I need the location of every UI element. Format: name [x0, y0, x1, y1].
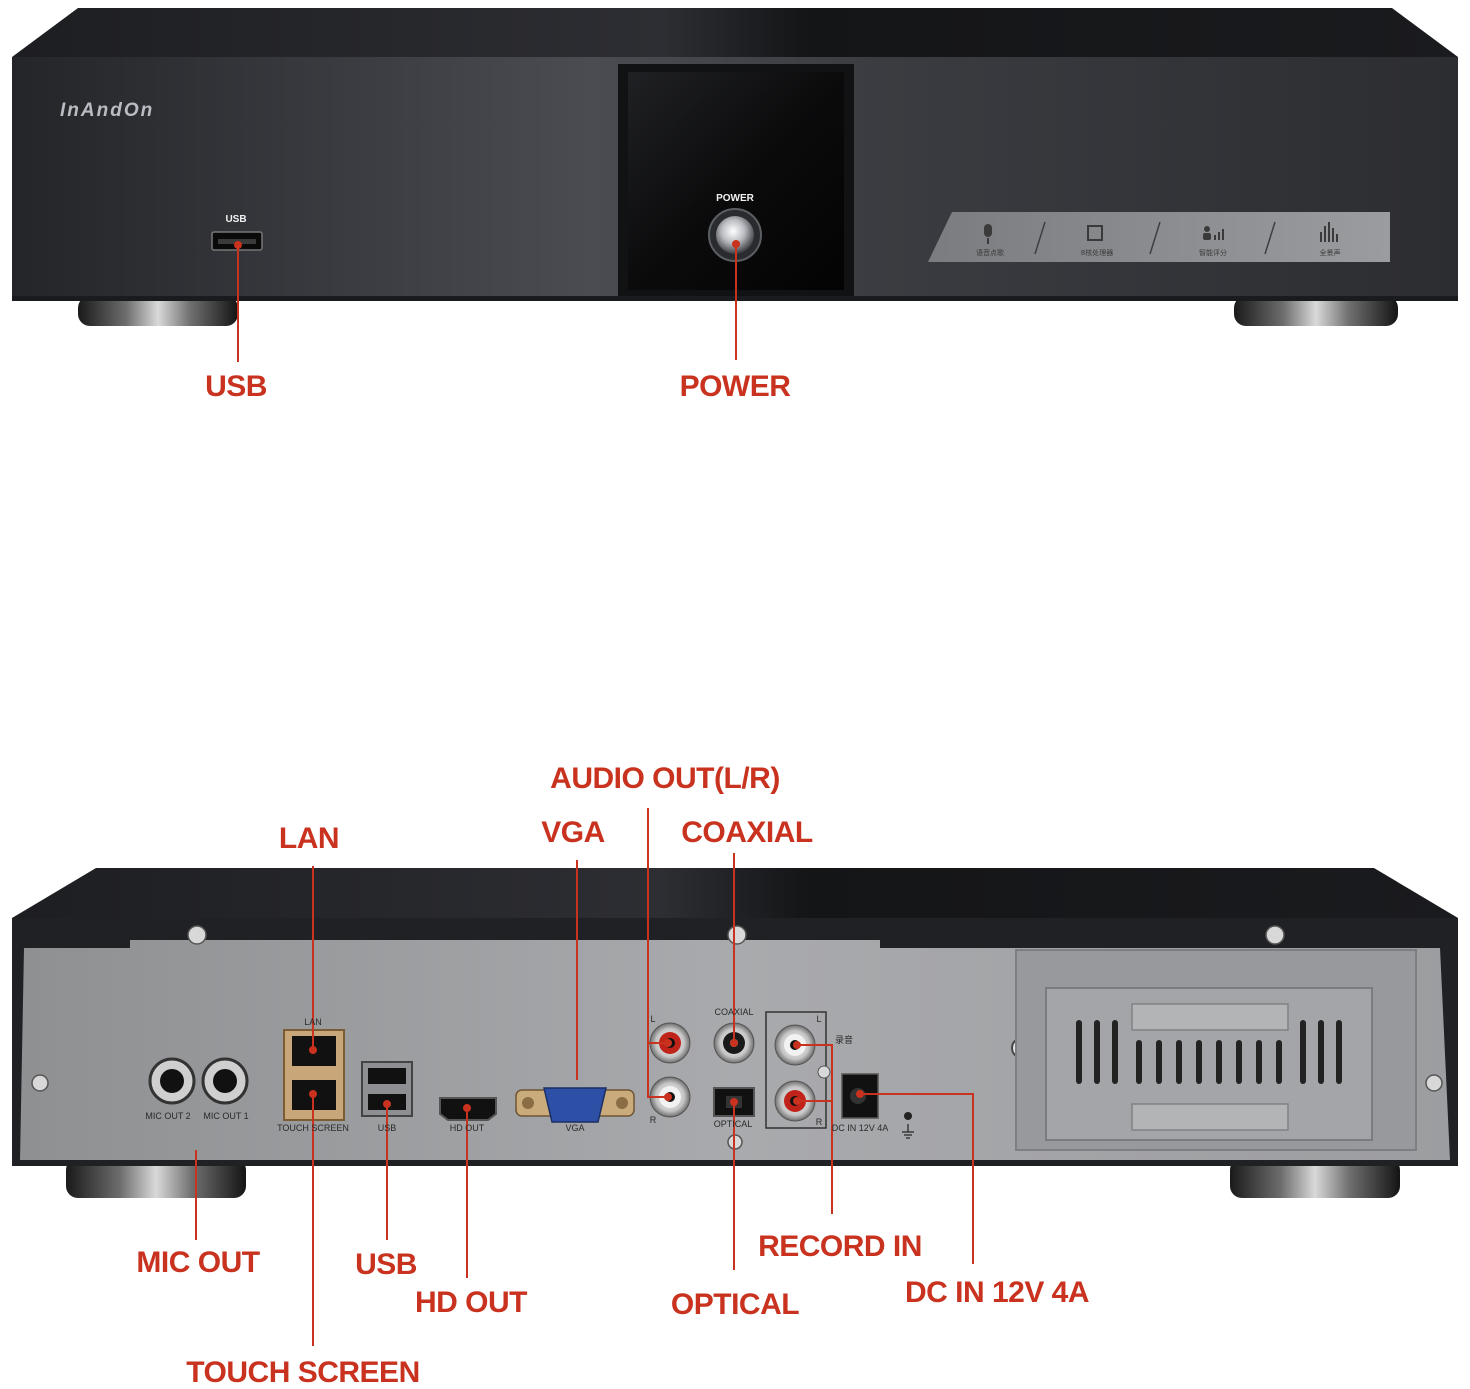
feature-label-chip: 8核处理器 — [1080, 249, 1114, 257]
callout-lan: LAN — [278, 822, 340, 855]
front-usb-print: USB — [225, 214, 247, 225]
callout-touch-screen: TOUCH SCREEN — [186, 1356, 420, 1389]
callout-front-usb: USB — [205, 370, 267, 403]
callout-front-power: POWER — [679, 370, 791, 403]
silk-audio-r: R — [649, 1115, 657, 1125]
equalizer-icon — [1320, 222, 1338, 242]
callout-optical: OPTICAL — [670, 1288, 800, 1321]
callout-record-in: RECORD IN — [758, 1230, 922, 1263]
mic-out-2-jack[interactable] — [148, 1057, 196, 1105]
rear-callout-lines — [195, 808, 974, 1346]
silk-record-cn: 录音 — [834, 1035, 854, 1045]
ground-icon — [902, 1124, 914, 1139]
chip-icon — [1087, 225, 1103, 241]
silk-optical: OPTICAL — [713, 1119, 753, 1129]
microphone-icon — [984, 224, 992, 244]
feature-label-surround: 全景声 — [1319, 249, 1341, 257]
silk-audio-l: L — [650, 1014, 656, 1024]
feature-label-scoring: 智能评分 — [1199, 249, 1227, 257]
silk-usb: USB — [377, 1123, 397, 1133]
feature-label-voice: 语音点歌 — [976, 249, 1004, 257]
scoring-icon — [1203, 226, 1224, 240]
brand-logo: InAndOn — [60, 100, 155, 121]
silk-dc-in: DC IN 12V 4A — [831, 1123, 889, 1133]
callout-dc-in: DC IN 12V 4A — [904, 1276, 1090, 1309]
silk-record-l: L — [816, 1014, 822, 1024]
callout-rear-usb: USB — [355, 1248, 417, 1281]
front-power-print: POWER — [716, 193, 754, 204]
callout-mic-out: MIC OUT — [136, 1246, 260, 1279]
feature-dividers — [1034, 221, 1276, 255]
front-top-lid — [12, 8, 1458, 57]
silk-mic-out-1: MIC OUT 1 — [203, 1111, 249, 1121]
silk-record-r: R — [815, 1117, 823, 1127]
silk-hd-out: HD OUT — [449, 1123, 485, 1133]
vga-port[interactable] — [515, 1087, 635, 1123]
mic-out-1-jack[interactable] — [201, 1057, 249, 1105]
front-callout-lines — [234, 240, 740, 362]
ground-terminal — [904, 1112, 912, 1120]
silk-touch-screen: TOUCH SCREEN — [277, 1123, 349, 1133]
rear-usb-port-1[interactable] — [368, 1068, 406, 1084]
callout-coaxial: COAXIAL — [681, 816, 813, 849]
silk-vga: VGA — [565, 1123, 585, 1133]
front-foot-left — [78, 296, 238, 326]
callout-vga: VGA — [541, 816, 605, 849]
vent-slots — [1076, 1020, 1342, 1084]
rear-foot-left — [66, 1158, 246, 1198]
power-knob-icon — [716, 216, 754, 254]
rear-foot-right — [1230, 1158, 1400, 1198]
callout-hd-out: HD OUT — [415, 1286, 528, 1319]
silk-lan: LAN — [304, 1017, 322, 1027]
silk-mic-out-2: MIC OUT 2 — [145, 1111, 191, 1121]
callout-audio-out: AUDIO OUT(L/R) — [550, 762, 780, 795]
front-foot-right — [1234, 296, 1398, 326]
silk-coaxial: COAXIAL — [714, 1007, 754, 1017]
